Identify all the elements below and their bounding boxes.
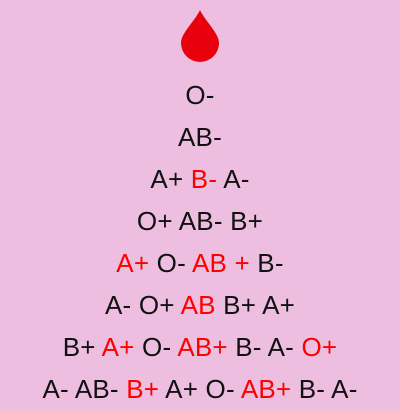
blood-type: AB- — [178, 206, 223, 236]
blood-type: A- — [267, 332, 295, 362]
pyramid-row: O- — [0, 74, 400, 116]
blood-type: O- — [156, 248, 186, 278]
blood-type-highlighted: A+ — [101, 332, 135, 362]
blood-type: A- — [223, 164, 250, 194]
blood-drop-icon — [181, 10, 219, 62]
blood-type: B+ — [230, 206, 264, 236]
blood-type: AB- — [178, 122, 222, 152]
pyramid-row: O+ AB- B+ — [0, 200, 400, 242]
blood-type-highlighted: O+ — [301, 332, 338, 362]
blood-type: O+ — [136, 206, 173, 236]
blood-type: A+ — [150, 164, 184, 194]
blood-type: A+ — [262, 290, 296, 320]
pyramid-row: A- O+ AB B+ A+ — [0, 284, 400, 326]
blood-type: A- — [331, 374, 358, 404]
blood-type-highlighted: A+ — [116, 248, 150, 278]
blood-type-highlighted: B+ — [126, 374, 160, 404]
blood-type-highlighted: AB+ — [177, 332, 228, 362]
pyramid-row: B+ A+ O- AB+ B- A- O+ — [0, 326, 400, 368]
blood-type: O- — [205, 374, 235, 404]
blood-type: B+ — [223, 290, 257, 320]
pyramid-row: A+ B- A- — [0, 158, 400, 200]
blood-type: B- — [298, 374, 326, 404]
blood-type-rows: O-AB-A+ B- A-O+ AB- B+A+ O- AB + B-A- O+… — [0, 74, 400, 410]
blood-type: A- — [104, 290, 132, 320]
blood-type: B- — [235, 332, 262, 362]
blood-type-highlighted: B- — [190, 164, 218, 194]
pyramid-row: A- AB- B+ A+ O- AB+ B- A- — [0, 368, 400, 410]
blood-type: B- — [257, 248, 284, 278]
blood-type: B+ — [62, 332, 96, 362]
blood-type: AB- — [74, 374, 119, 404]
blood-type: O- — [142, 332, 172, 362]
blood-type-highlighted: AB + — [191, 248, 250, 278]
blood-drop-shape — [181, 10, 219, 62]
blood-type: A+ — [165, 374, 199, 404]
pyramid-row: A+ O- AB + B- — [0, 242, 400, 284]
blood-type-highlighted: AB — [180, 290, 216, 320]
pyramid-row: AB- — [0, 116, 400, 158]
blood-type: O- — [185, 80, 215, 110]
blood-type: A- — [42, 374, 69, 404]
blood-type-highlighted: AB+ — [240, 374, 292, 404]
blood-type: O+ — [138, 290, 175, 320]
